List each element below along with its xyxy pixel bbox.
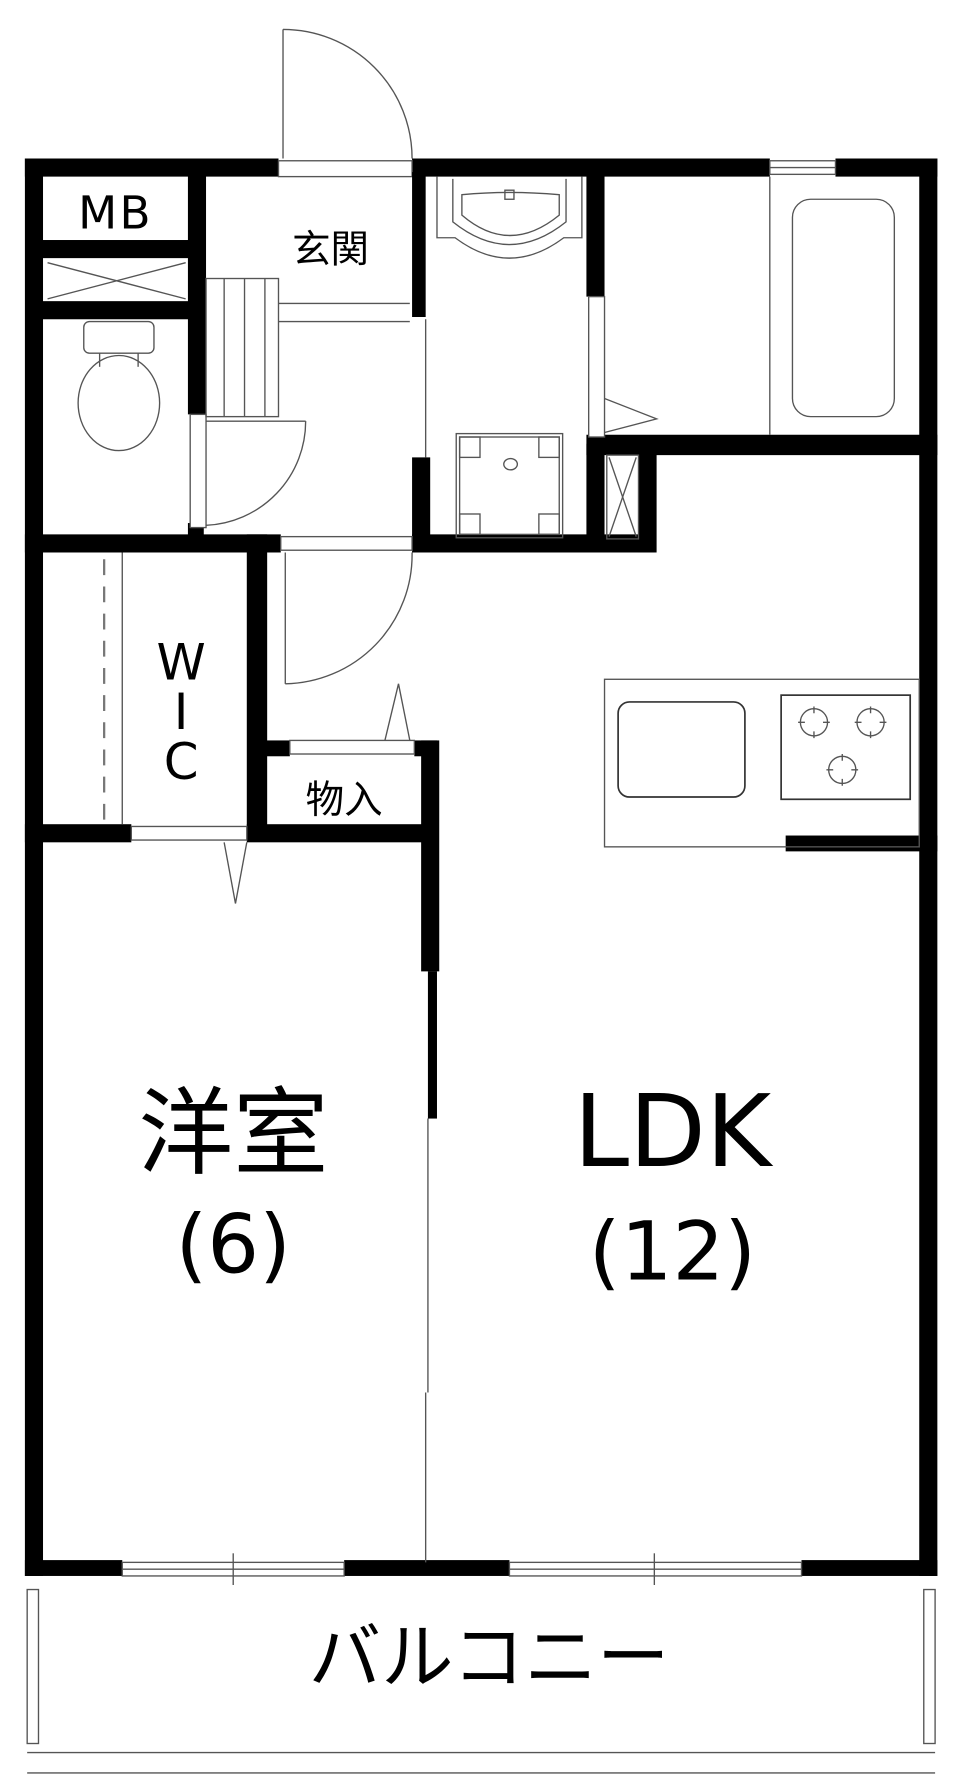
storage-door: [289, 683, 416, 755]
interior-walls: [24, 172, 938, 1119]
wic-label-i: I: [174, 683, 189, 741]
front-door: [277, 28, 413, 178]
ldk-label: LDK: [574, 1075, 774, 1190]
ldk-size: (12): [589, 1204, 756, 1299]
western-room-size: (6): [175, 1198, 290, 1293]
sink-icon: [617, 701, 746, 798]
sliding-partition: [424, 1118, 429, 1563]
wic-door: [130, 825, 248, 904]
balcony: [26, 1588, 936, 1774]
washbasin-icon: [436, 176, 583, 259]
stove-icon: [798, 706, 887, 786]
bath-window: [769, 160, 837, 176]
western-room-label: 洋室: [138, 1079, 328, 1189]
balcony-label: バルコニー: [309, 1616, 670, 1700]
toilet-icon: [77, 320, 161, 452]
shoe-cabinet: [205, 277, 280, 418]
wic-label-w: W: [157, 633, 206, 691]
toilet-door: [189, 413, 307, 529]
outer-walls: [24, 158, 938, 1576]
wic-label-c: C: [164, 733, 199, 791]
entrance-label: 玄関: [292, 228, 369, 273]
mb-label: MB: [78, 187, 153, 240]
storage-label: 物入: [306, 778, 383, 823]
pipe-shaft-x-2: [606, 454, 640, 540]
entrance-step: [278, 302, 410, 323]
washing-machine-pan-icon: [455, 432, 564, 539]
bathtub-icon: [791, 198, 896, 418]
hall-door: [280, 535, 413, 685]
bath-door: [588, 295, 659, 438]
pipe-shaft-x: [47, 262, 186, 300]
balcony-windows: [121, 1553, 803, 1586]
kitchen-counter: [603, 678, 920, 848]
